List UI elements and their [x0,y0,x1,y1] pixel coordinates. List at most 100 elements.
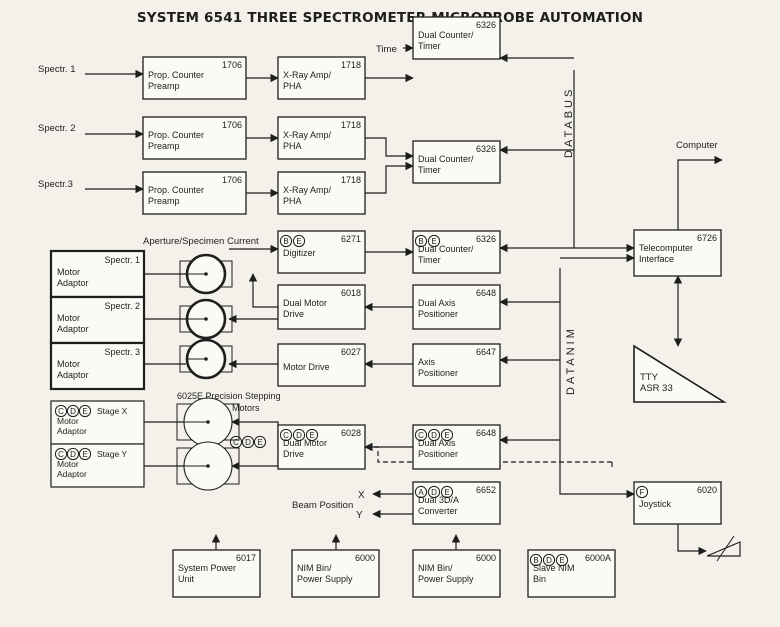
block-label: Preamp [148,196,180,206]
motor-axle [204,357,208,361]
option-badge: F [635,485,649,499]
badge-circle [66,447,80,461]
stepping-motors-label: 6025E Precision Stepping [177,391,281,401]
badge-circle [555,553,569,567]
block-number: 6027 [341,347,361,357]
block-label: Motor Drive [283,362,330,372]
block-label: Dual Counter/ [418,244,474,254]
block-number: 6326 [476,144,496,154]
tty-label: ASR 33 [640,383,673,394]
block-label: Positioner [418,368,458,378]
badge-circle [427,234,441,248]
block-label: Positioner [418,449,458,459]
block-label: PHA [283,81,302,91]
block-number: 1706 [222,120,242,130]
input-spectr-3: Spectr.3 [38,179,73,190]
badge-letter: E [444,488,449,497]
block-label: Converter [418,506,458,516]
block-xr2 [277,116,366,160]
motor-axle [204,317,208,321]
block-pcp2 [142,116,247,160]
badge-letter: E [82,450,87,459]
badge-letter: D [296,431,302,440]
block-number: 6326 [476,234,496,244]
block-label: X-Ray Amp/ [283,130,332,140]
block-number: 1718 [341,60,361,70]
block-label: Drive [283,449,304,459]
block-dct1 [412,16,501,60]
block-label: Prop. Counter [148,70,204,80]
datanim-label: DATANIM [565,326,577,395]
badge-circle [440,428,454,442]
option-badge: D [292,428,306,442]
stage-adaptor-label: Adaptor [57,469,87,479]
motor-axle [206,420,210,424]
badge-letter: A [418,488,424,497]
block-number: 1706 [222,175,242,185]
badge-letter: C [233,438,239,447]
motor-adaptor-label: Motor [57,313,80,323]
block-nim2 [412,549,501,598]
badge-letter: F [640,488,645,497]
block-number: 6000 [476,553,496,563]
block-tci [633,229,722,277]
databus-label: DATABUS [563,87,575,158]
badge-letter: E [296,237,301,246]
option-badge: E [78,404,92,418]
plotter-symbol [706,541,741,557]
badge-circle [78,447,92,461]
badge-circle [305,428,319,442]
option-badge: E [427,234,441,248]
badge-letter: B [418,237,423,246]
block-label: X-Ray Amp/ [283,185,332,195]
badge-letter: D [431,488,437,497]
block-md [277,343,366,387]
badge-letter: D [70,450,76,459]
stage-adaptor-label: Adaptor [57,426,87,436]
badge-circle [54,447,68,461]
block-label: System Power [178,563,236,573]
spectrometer-label: Spectr. 1 [104,255,140,265]
block-label: Digitizer [283,248,316,258]
connector-line [365,161,414,194]
motor-adaptor-label: Adaptor [57,370,89,380]
block-dig [277,230,366,274]
block-xr3 [277,171,366,215]
block-label: Dual 3D/A [418,495,459,505]
badge-letter: B [283,237,288,246]
block-psu [172,549,261,598]
stage-adaptor-1 [50,400,145,445]
block-joy [633,481,722,525]
block-label: Timer [418,255,441,265]
option-badge: B [279,234,293,248]
tty-label: TTY [640,372,659,383]
stage-adaptor-2 [50,443,145,488]
badge-circle [529,553,543,567]
plotter-pen [716,535,735,562]
option-badge: C [54,404,68,418]
block-label: Positioner [418,309,458,319]
block-slave [527,549,616,598]
badge-circle [542,553,556,567]
option-badge: E [305,428,319,442]
aperture-label: Aperture/Specimen Current [143,236,259,247]
block-number: 6000A [585,553,611,563]
block-label: Prop. Counter [148,130,204,140]
block-label: Interface [639,254,674,264]
block-label: Unit [178,574,195,584]
input-spectr-1: Spectr. 1 [38,64,76,75]
block-number: 6648 [476,288,496,298]
block-dap1 [412,284,501,330]
badge-circle [292,234,306,248]
badge-circle [54,404,68,418]
option-badge: D [427,428,441,442]
option-badge: E [440,428,454,442]
badge-circle [635,485,649,499]
motor-adaptor-label: Adaptor [57,324,89,334]
stage-adaptor-label: Motor [57,416,79,426]
motor-adaptor-1 [49,249,146,299]
stepping-motors-label: Motors [232,403,260,413]
option-badge: E [253,435,267,449]
block-label: Drive [283,309,304,319]
badge-circle [279,428,293,442]
